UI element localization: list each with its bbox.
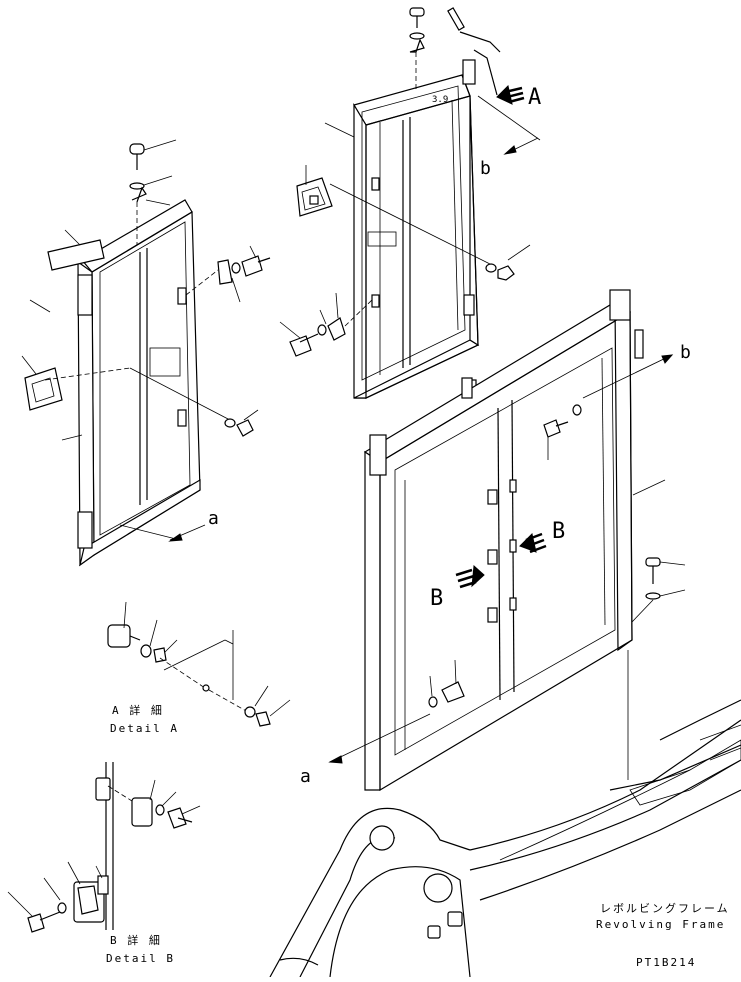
detail-a-jp-label: A 詳 細: [112, 703, 164, 717]
labels-view-b-right-label: B: [552, 519, 565, 544]
frame-caption-en-label: Revolving Frame: [596, 918, 725, 931]
labels-ref-a-top-label: a: [208, 508, 219, 529]
detail-a-en-label: Detail A: [110, 722, 179, 735]
view-arrow-b-right: B: [519, 519, 565, 554]
detail-a-view: A 詳 細 Detail A: [107, 601, 291, 735]
detail-b-en-label: Detail B: [106, 952, 175, 965]
left-door-panel: a: [21, 139, 271, 567]
frame-bolt-top: [543, 404, 582, 460]
upper-door-panel: 3.9 A b: [279, 7, 541, 399]
frame-caption-jp-label: レボルビングフレーム: [600, 901, 730, 915]
revolving-frame: レボルビングフレーム Revolving Frame: [269, 699, 741, 978]
left-panel-bolt: [185, 245, 271, 303]
top-bolt-group: [409, 7, 501, 96]
labels-view-a-label: A: [528, 85, 541, 110]
detail-b-view: B 詳 細 Detail B: [7, 762, 201, 965]
labels-ref-b-top-label: b: [480, 158, 491, 179]
latch-cover: [296, 177, 333, 217]
labels-view-b-left-label: B: [430, 586, 443, 611]
frame-bolt-bottom: [428, 659, 465, 708]
left-top-bolt: [129, 139, 177, 245]
hinge-bolt-left: [279, 292, 373, 357]
main-door-frame: B B b a: [300, 289, 691, 792]
left-latch: [21, 355, 63, 411]
labels-ref-a-bottom-label: a: [300, 766, 311, 787]
svg-text:3.9: 3.9: [432, 95, 448, 105]
frame-side-bolt: [631, 557, 686, 623]
view-arrow-b-left: B: [430, 564, 485, 611]
view-arrow-a: A: [496, 85, 541, 110]
detail-b-jp-label: B 詳 細: [110, 933, 162, 947]
labels-ref-b-right-label: b: [680, 342, 691, 363]
drawing-code: PT1B214: [636, 956, 696, 969]
